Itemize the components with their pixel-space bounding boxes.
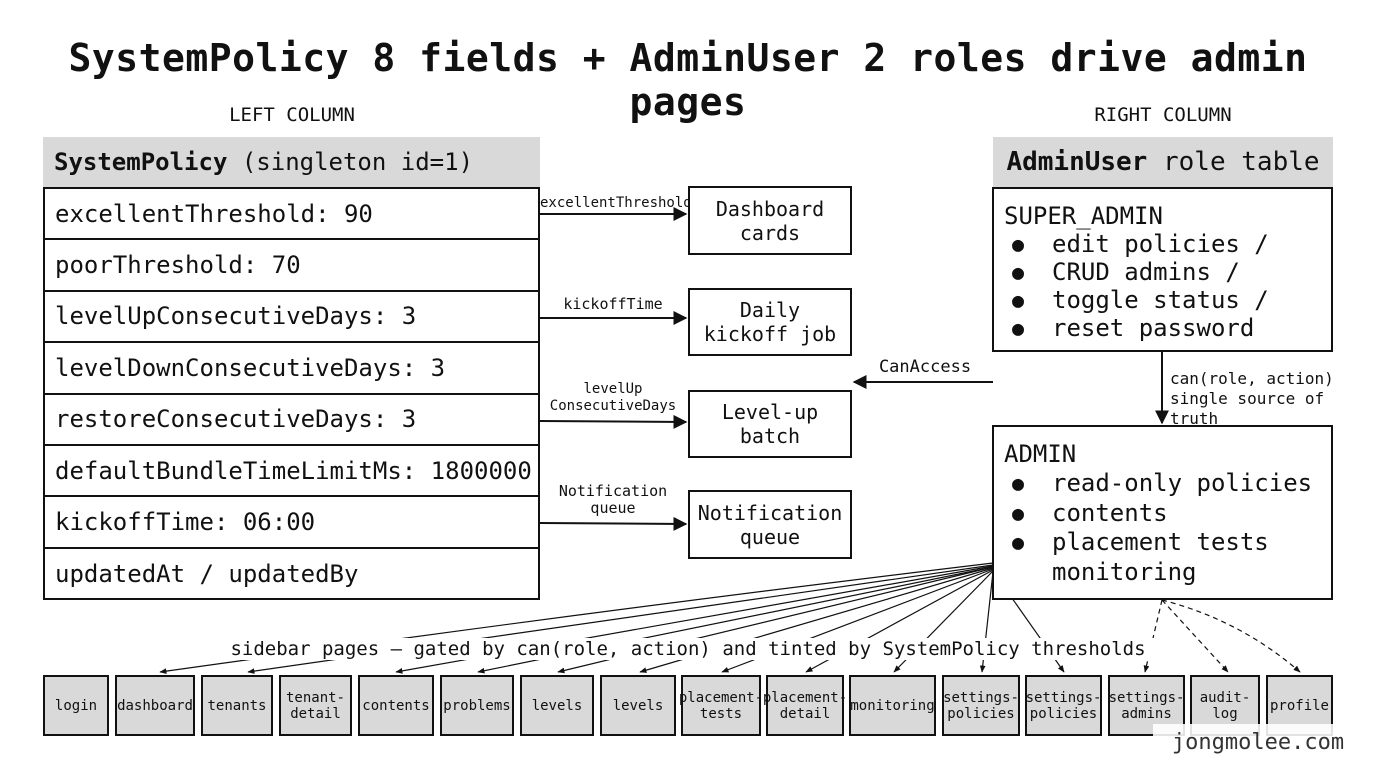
super-admin-permission: CRUD admins /: [1004, 258, 1321, 286]
notification-queue-box: Notification queue: [688, 490, 852, 559]
page-tile-label: placement- tests: [678, 689, 764, 722]
edge-label-notification-queue: Notification queue: [558, 482, 668, 517]
page-tile-monitoring: monitoring: [849, 675, 936, 736]
page-tile-label: profile: [1269, 697, 1329, 714]
page-tile-label: tenants: [207, 697, 267, 714]
arrow-to-notification-queue: [539, 516, 688, 531]
field-level-down-days: levelDownConsecutiveDays: 3: [45, 343, 538, 395]
page-tile-label: problems: [443, 697, 511, 714]
field-kickoff-time: kickoffTime: 06:00: [45, 497, 538, 549]
page-tile-settings-admins: settings- admins: [1108, 675, 1185, 736]
admin-permission: contents: [1004, 499, 1321, 529]
page-tile-levels: levels: [600, 675, 676, 736]
can-access-label: CanAccess: [878, 357, 972, 377]
system-policy-name: SystemPolicy: [54, 148, 228, 176]
daily-kickoff-job-box: Daily kickoff job: [688, 288, 852, 356]
super-admin-permission: toggle status /: [1004, 286, 1321, 314]
sidebar-caption-text: sidebar pages — gated by can(role, actio…: [222, 638, 1154, 660]
admin-user-suffix: role table: [1147, 147, 1320, 177]
role-name-super-admin: SUPER_ADMIN: [1004, 202, 1163, 230]
system-policy-header: SystemPolicy (singleton id=1): [43, 137, 540, 187]
dashboard-cards-box: Dashboard cards: [688, 186, 852, 255]
page-tile-label: monitoring: [850, 697, 935, 714]
admin-user-header: AdminUser role table: [993, 137, 1333, 187]
can-function-label: can(role, action) single source of truth: [1170, 369, 1334, 428]
page-tile-placement-tests: placement- tests: [678, 675, 764, 736]
edge-label-kickoff-time: kickoffTime: [563, 295, 663, 313]
role-name-admin: ADMIN: [1004, 440, 1077, 468]
page-tile-contents: contents: [358, 675, 434, 736]
admin-role-box: ADMIN read-only policies contents placem…: [992, 425, 1333, 600]
right-column-label: RIGHT COLUMN: [1094, 104, 1232, 126]
page-tile-login: login: [43, 675, 109, 736]
system-policy-fields: excellentThreshold: 90 poorThreshold: 70…: [43, 187, 540, 600]
page-tile-label: levels: [612, 697, 664, 714]
arrow-to-levelup-batch: [539, 414, 688, 429]
page-tile-label: audit- log: [1199, 689, 1251, 722]
fan-lines-dashed: [1143, 599, 1301, 673]
field-level-up-days: levelUpConsecutiveDays: 3: [45, 292, 538, 344]
super-admin-permission: reset password: [1004, 314, 1321, 342]
page-tile-dashboard: dashboard: [115, 675, 195, 736]
sidebar-caption: sidebar pages — gated by can(role, actio…: [0, 638, 1376, 660]
edge-label-excellent-threshold: excellentThreshold: [540, 195, 692, 211]
level-up-batch-box: Level-up batch: [688, 390, 852, 458]
super-admin-role-box: SUPER_ADMIN edit policies / CRUD admins …: [992, 187, 1333, 352]
page-tile-label: tenant- detail: [285, 689, 345, 722]
page-tile-label: settings- admins: [1108, 689, 1185, 722]
page-tile-tenants: tenants: [201, 675, 273, 736]
edge-label-levelup-days: levelUp ConsecutiveDays: [549, 381, 677, 414]
field-updated-at-by: updatedAt / updatedBy: [55, 560, 359, 589]
page-tile-settings-policies: settings- policies: [942, 675, 1020, 736]
field-excellent-threshold: excellentThreshold: 90: [45, 189, 538, 241]
watermark: jongmolee.com: [1153, 724, 1363, 760]
admin-permission: placement tests monitoring: [1004, 528, 1321, 587]
admin-user-name: AdminUser: [1006, 147, 1148, 177]
diagram-title: SystemPolicy 8 fields + AdminUser 2 role…: [68, 36, 1308, 124]
field-restore-days: restoreConsecutiveDays: 3: [45, 395, 538, 446]
page-tile-tenant-detail: tenant- detail: [279, 675, 352, 736]
page-tile-label: login: [54, 697, 98, 714]
page-tile-label: contents: [362, 697, 430, 714]
system-policy-suffix: (singleton id=1): [227, 148, 474, 176]
page-tile-label: levels: [531, 697, 583, 714]
field-bundle-time-limit: defaultBundleTimeLimitMs: 1800000: [45, 446, 538, 498]
page-tile-label: settings- policies: [943, 689, 1019, 722]
page-tile-placement-detail: placement- detail: [762, 675, 848, 736]
page-tile-label: placement- detail: [762, 689, 848, 722]
page-tile-levels: levels: [520, 675, 594, 736]
page-tile-label: settings- policies: [1025, 689, 1102, 722]
admin-permission: read-only policies: [1004, 469, 1321, 499]
page-tile-label: dashboard: [117, 697, 193, 714]
page-tile-problems: problems: [440, 675, 514, 736]
page-tile-settings-policies: settings- policies: [1025, 675, 1102, 736]
super-admin-permission: edit policies /: [1004, 230, 1321, 258]
field-poor-threshold: poorThreshold: 70: [45, 240, 538, 292]
left-column-label: LEFT COLUMN: [229, 104, 355, 126]
